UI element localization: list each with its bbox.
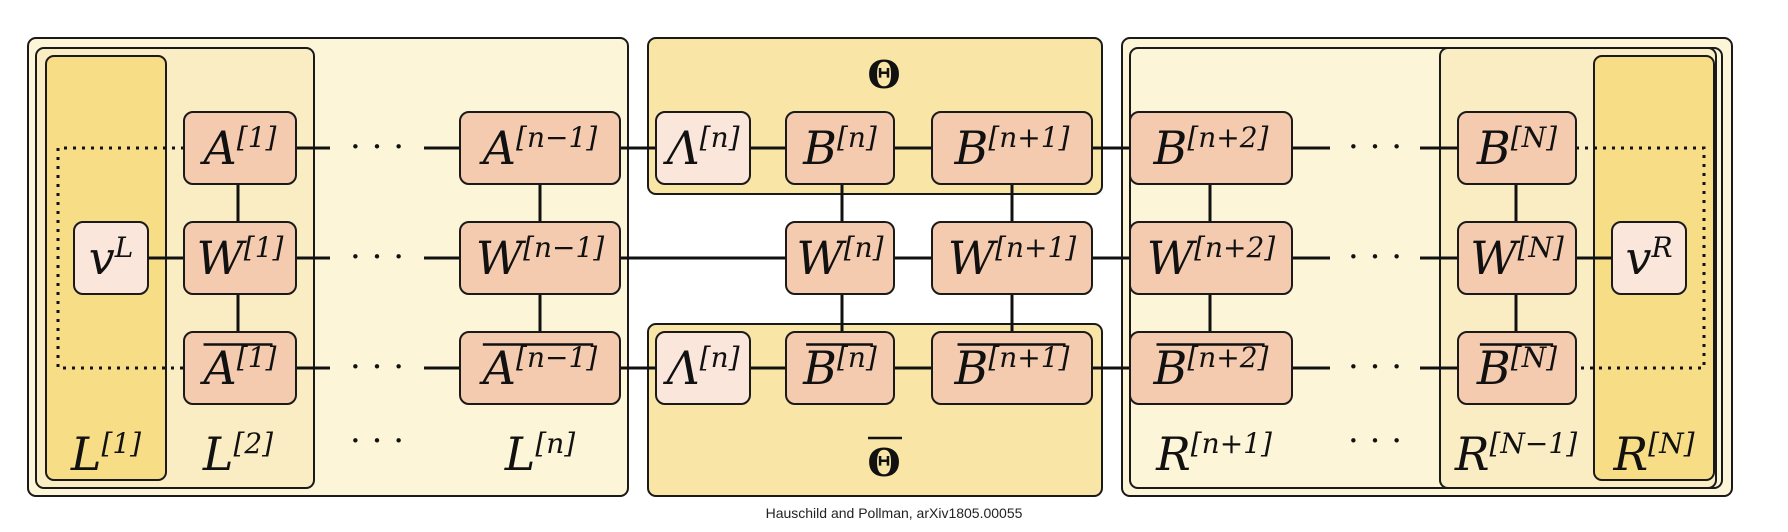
tensor-node-box: [1129, 221, 1293, 295]
tensor-label-BNc: B[N]: [1476, 341, 1557, 395]
tensor-node-box: [785, 221, 895, 295]
env-label-Rn1: R[n+1]: [1155, 427, 1272, 481]
tensor-node-box: [183, 221, 297, 295]
tensor-label-WN: W[N]: [1470, 231, 1564, 285]
tensor-node-Wn1: W[n−1]: [459, 221, 621, 295]
tensor-node-Lam_bot: Λ[n]: [655, 331, 751, 405]
tensor-node-Bnp2: B[n+2]: [1129, 111, 1293, 185]
tensor-node-Bnp1c: B[n+1]: [931, 331, 1093, 405]
figure-caption: Hauschild and Pollman, arXiv1805.00055: [765, 505, 1023, 521]
tensor-network-diagram: · · · · · · · · · · · · · · · · · · · · …: [27, 37, 1733, 497]
tensor-node-Wnp2: W[n+2]: [1129, 221, 1293, 295]
tensor-node-Bnp1: B[n+1]: [931, 111, 1093, 185]
tensor-node-box: [183, 111, 297, 185]
tensor-node-W1: W[1]: [183, 221, 297, 295]
tensor-node-box: [655, 331, 751, 405]
tensor-node-Lam_top: Λ[n]: [655, 111, 751, 185]
ellipsis-left-env: · · ·: [350, 421, 404, 461]
tensor-node-Bnc: B[n]: [785, 331, 895, 405]
tensor-label-Bnc: B[n]: [802, 341, 877, 395]
tensor-label-Lam_bot: Λ[n]: [662, 341, 739, 395]
tensor-node-box: [459, 331, 621, 405]
tensor-label-Bnp1: B[n+1]: [954, 121, 1070, 175]
tensor-node-box: [931, 221, 1093, 295]
tensor-node-box: [785, 331, 895, 405]
env-label-L1: L[1]: [70, 427, 141, 481]
ellipsis-top-left: · · ·: [350, 127, 404, 167]
tensor-label-An1: A[n−1]: [479, 121, 597, 175]
ellipsis-mid-left: · · ·: [350, 237, 404, 277]
ellipsis-bottom-left: · · ·: [350, 347, 404, 387]
tensor-node-box: [785, 111, 895, 185]
tensor-label-Wnp1: W[n+1]: [948, 231, 1077, 285]
tensor-node-A1c: A[1]: [183, 331, 297, 405]
tensor-node-box: [655, 111, 751, 185]
tensor-label-vL: vL: [89, 231, 134, 285]
tensor-node-Wnp1: W[n+1]: [931, 221, 1093, 295]
tensor-node-box: [1611, 221, 1687, 295]
tensor-node-Wn: W[n]: [785, 221, 895, 295]
tensor-node-box: [1129, 331, 1293, 405]
tensor-node-box: [1457, 111, 1577, 185]
ellipsis-top-right: · · ·: [1348, 127, 1402, 167]
tensor-label-An1c: A[n−1]: [479, 341, 597, 395]
tensor-node-box: [931, 111, 1093, 185]
tensor-label-Wnp2: W[n+2]: [1147, 231, 1276, 285]
theta-bar-label: Θ: [867, 436, 902, 485]
env-label-Ln: L[n]: [504, 427, 576, 481]
tensor-node-box: [1457, 221, 1577, 295]
tensor-node-box: [459, 221, 621, 295]
ellipsis-right-env: · · ·: [1348, 421, 1402, 461]
tensor-node-box: [73, 221, 149, 295]
tensor-node-box: [931, 331, 1093, 405]
tensor-node-box: [183, 331, 297, 405]
wires: [56, 146, 1706, 370]
theta-label: Θ: [867, 52, 900, 97]
tensor-node-box: [1129, 111, 1293, 185]
ellipsis-bottom-right: · · ·: [1348, 347, 1402, 387]
tensor-node-An1: A[n−1]: [459, 111, 621, 185]
tensor-label-W1: W[1]: [197, 231, 284, 285]
ellipses: · · · · · · · · · · · · · · · · · · · · …: [350, 127, 1402, 461]
tensor-label-Bnp2c: B[n+2]: [1153, 341, 1269, 395]
tensor-node-WN: W[N]: [1457, 221, 1577, 295]
environment-labels: L[1] L[2] L[n] R[n+1] R[N−1] R[N]: [70, 427, 1695, 481]
tensor-label-vR: vR: [1625, 231, 1672, 285]
tensor-node-vL: vL: [73, 221, 149, 295]
tensor-label-Bn: B[n]: [802, 121, 877, 175]
tensor-node-Bnp2c: B[n+2]: [1129, 331, 1293, 405]
tensor-nodes: vL A[1] W[1] A[1] A[n−1] W[n−1] A[n−1] Λ[n] Λ[n]…: [73, 111, 1687, 405]
tensor-label-Bnp2: B[n+2]: [1153, 121, 1269, 175]
tensor-node-BN: B[N]: [1457, 111, 1577, 185]
tensor-node-box: [1457, 331, 1577, 405]
env-label-L2: L[2]: [202, 427, 273, 481]
tensor-node-Bn: B[n]: [785, 111, 895, 185]
tensor-label-A1: A[1]: [200, 121, 277, 175]
tensor-label-Bnp1c: B[n+1]: [954, 341, 1070, 395]
tensor-label-Wn1: W[n−1]: [476, 231, 605, 285]
tensor-node-box: [459, 111, 621, 185]
tensor-label-A1c: A[1]: [200, 341, 277, 395]
tensor-label-Lam_top: Λ[n]: [662, 121, 739, 175]
tensor-node-vR: vR: [1611, 221, 1687, 295]
tensor-label-Wn: W[n]: [796, 231, 883, 285]
tensor-node-A1: A[1]: [183, 111, 297, 185]
env-label-RN1: R[N−1]: [1454, 427, 1577, 481]
tensor-label-BN: B[N]: [1476, 121, 1557, 175]
env-label-RN: R[N]: [1613, 427, 1695, 481]
ellipsis-mid-right: · · ·: [1348, 237, 1402, 277]
tensor-node-BNc: B[N]: [1457, 331, 1577, 405]
tensor-node-An1c: A[n−1]: [459, 331, 621, 405]
svg-text:Θ: Θ: [867, 440, 900, 485]
